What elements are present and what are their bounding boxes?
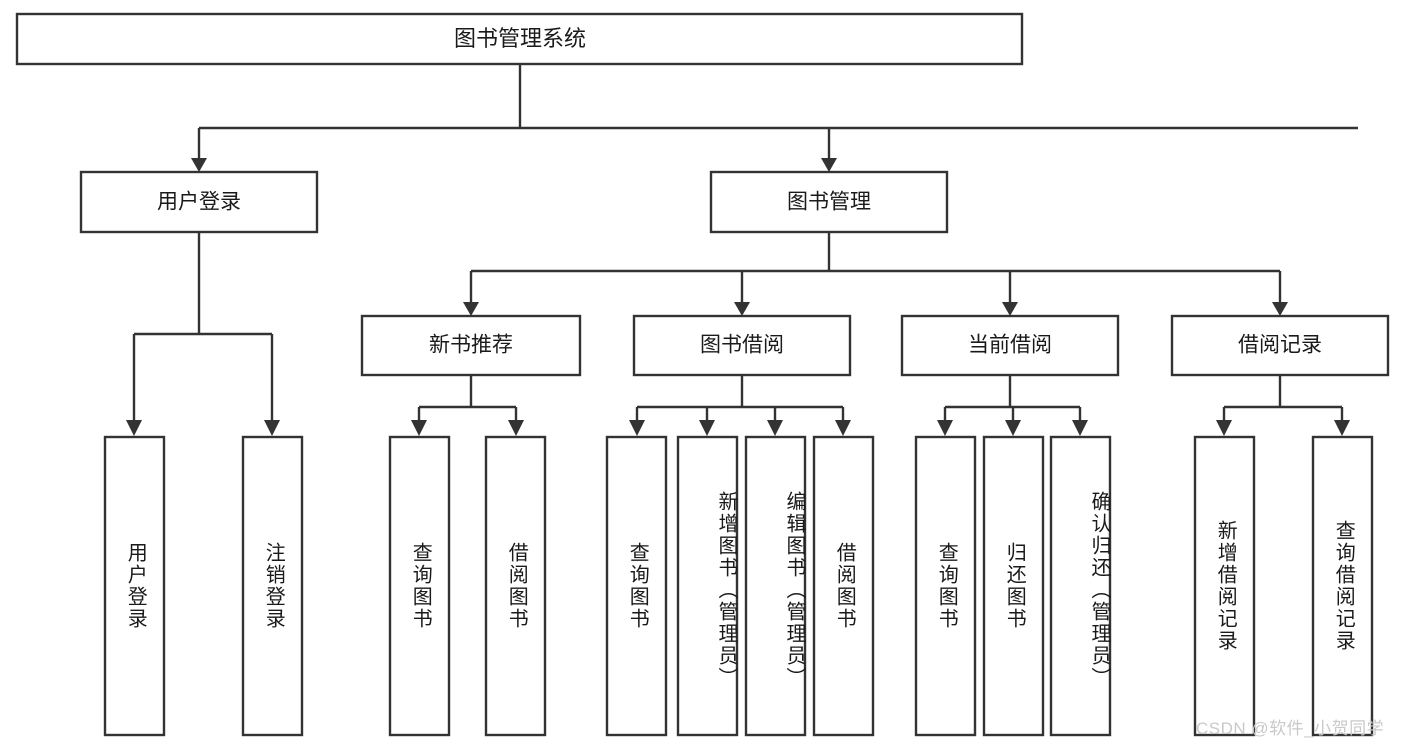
node-user-login-label: 用户登录 — [157, 191, 241, 214]
node-book-manage-label: 图书管理 — [787, 191, 871, 214]
node-leaf-confirm-return[interactable] — [1049, 435, 1112, 737]
arrow-icon-leaf-borrow-book-1 — [508, 420, 524, 436]
node-new-book-rec-label: 新书推荐 — [429, 334, 513, 357]
node-book-manage[interactable] — [709, 170, 949, 234]
arrow-icon-book-manage — [821, 158, 837, 172]
node-book-borrow[interactable] — [632, 314, 852, 377]
node-book-borrow-label: 图书借阅 — [700, 334, 784, 357]
node-leaf-query-book-2[interactable] — [605, 435, 668, 737]
node-root[interactable] — [15, 12, 1024, 66]
node-leaf-query-book-3[interactable] — [914, 435, 977, 737]
node-current-borrow-label: 当前借阅 — [968, 334, 1052, 357]
arrow-icon-current-borrow — [1002, 302, 1018, 316]
arrow-icon-leaf-add-book — [699, 420, 715, 436]
node-leaf-user-login[interactable] — [103, 435, 166, 737]
node-leaf-borrow-book-2[interactable] — [812, 435, 875, 737]
arrow-icon-book-borrow — [734, 302, 750, 316]
connector-group — [126, 64, 1358, 436]
node-leaf-query-record[interactable] — [1311, 435, 1374, 737]
node-current-borrow[interactable] — [900, 314, 1120, 377]
arrow-icon-leaf-query-book-2 — [629, 420, 645, 436]
arrow-icon-leaf-query-book-3 — [937, 420, 953, 436]
arrow-icon-leaf-borrow-book-2 — [835, 420, 851, 436]
csdn-watermark: CSDN @软件_小贺同学 — [1196, 719, 1385, 738]
arrow-icon-leaf-edit-book — [767, 420, 783, 436]
node-leaf-edit-book[interactable] — [744, 435, 807, 737]
node-leaf-return-book[interactable] — [982, 435, 1045, 737]
node-leaf-user-logout[interactable] — [241, 435, 304, 737]
node-root-label: 图书管理系统 — [454, 26, 586, 51]
node-borrow-record-label: 借阅记录 — [1238, 334, 1322, 357]
arrow-icon-new-book-rec — [463, 302, 479, 316]
arrow-icon-user-login — [191, 158, 207, 172]
arrow-icon-leaf-return-book — [1005, 420, 1021, 436]
arrow-icon-leaf-user-login — [126, 420, 142, 436]
arrow-icon-leaf-query-book-1 — [411, 420, 427, 436]
arrow-icon-leaf-confirm-return — [1072, 420, 1088, 436]
arrow-icon-leaf-user-logout — [264, 420, 280, 436]
node-borrow-record[interactable] — [1170, 314, 1390, 377]
arrow-icon-borrow-record — [1272, 302, 1288, 316]
arrow-icon-leaf-query-record — [1334, 420, 1350, 436]
node-leaf-add-book[interactable] — [676, 435, 739, 737]
arrow-icon-leaf-add-record — [1216, 420, 1232, 436]
node-group: 图书管理系统 用户登录 图书管理 新书推荐 图书借阅 当前借阅 借阅记录 — [15, 12, 1390, 737]
node-user-login[interactable] — [79, 170, 319, 234]
node-leaf-add-record[interactable] — [1193, 435, 1256, 737]
node-leaf-borrow-book-1[interactable] — [484, 435, 547, 737]
node-leaf-query-book-1[interactable] — [388, 435, 451, 737]
node-new-book-rec[interactable] — [360, 314, 582, 377]
